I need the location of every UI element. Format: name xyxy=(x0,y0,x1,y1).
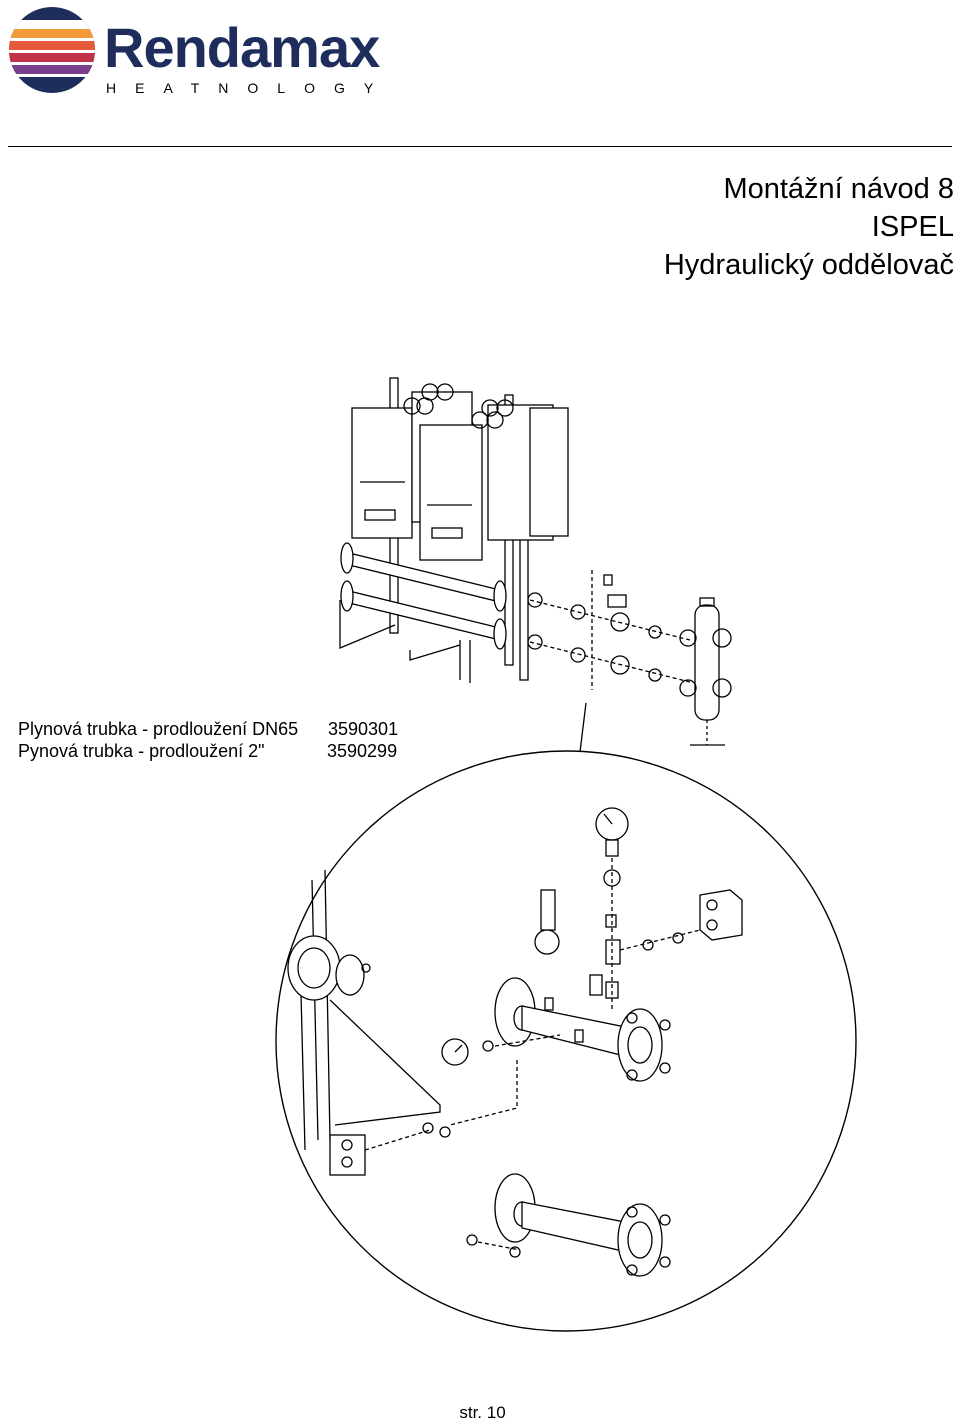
document-title: Montážní návod 8 ISPEL Hydraulický odděl… xyxy=(664,170,954,284)
boiler-cascade-illustration xyxy=(339,377,732,746)
logo-mark-icon xyxy=(9,7,95,93)
header-divider xyxy=(8,146,952,147)
rendamax-logo: Rendamax HEATNOLOGY xyxy=(8,6,380,106)
part-name: Plynová trubka - prodloužení DN65 xyxy=(18,719,299,739)
title-line-1: Montážní návod 8 xyxy=(723,173,954,205)
brand-name: Rendamax xyxy=(104,16,380,79)
part-name: Pynová trubka - prodloužení 2" xyxy=(18,741,265,761)
part-row: Pynová trubka - prodloužení 2" 3590299 xyxy=(18,740,418,762)
part-row: Plynová trubka - prodloužení DN65 359030… xyxy=(18,718,418,740)
page-number-text: str. 10 xyxy=(459,1403,506,1422)
part-code: 3590301 xyxy=(328,719,399,739)
parts-list: Plynová trubka - prodloužení DN65 359030… xyxy=(18,718,418,762)
detail-magnified-view xyxy=(275,750,857,1332)
detail-leader-line xyxy=(579,702,587,753)
part-code: 3590299 xyxy=(327,741,398,761)
title-line-2: ISPEL xyxy=(871,211,954,243)
brand-tagline: HEATNOLOGY xyxy=(106,80,393,96)
title-line-3: Hydraulický oddělovač xyxy=(663,249,954,281)
page-number: str. 10 xyxy=(0,1403,960,1423)
assembly-drawing xyxy=(275,377,857,1332)
